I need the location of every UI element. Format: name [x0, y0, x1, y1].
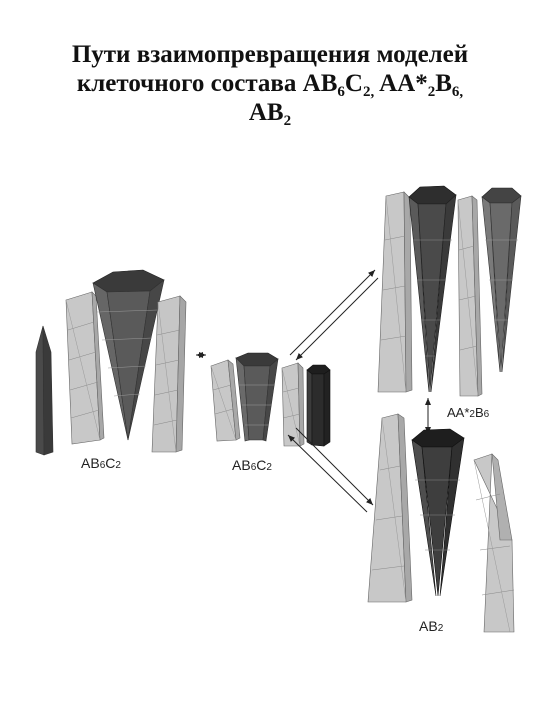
title-line-2: клеточного состава AB6C2, AA*2B6,: [76, 70, 464, 100]
light-twisted-prism-tall-2: [457, 195, 483, 397]
label-ab6c2-middle: AB6C2: [232, 457, 272, 473]
hexagonal-cone-large: [92, 269, 165, 441]
dark-hexagonal-cone: [411, 428, 465, 597]
label-ab2: AB2: [419, 618, 444, 634]
model-group-aa2b6: AA*2B6: [377, 185, 522, 420]
model-group-ab2: AB2: [367, 413, 515, 634]
light-twisted-prism-tall-1: [377, 191, 413, 393]
dark-hexagonal-prism: [306, 364, 331, 447]
light-twisted-prism-bottom-left: [367, 413, 413, 603]
hexagonal-cone-medium: [235, 352, 279, 442]
light-twisted-prism-right: [151, 295, 187, 453]
title-line-1: Пути взаимопревращения моделей: [71, 41, 469, 68]
light-twisted-prism-small-left: [210, 359, 241, 442]
arrow-g2-g4: [287, 427, 374, 513]
light-twisted-prism: [65, 291, 105, 445]
hexagonal-cone-right: [481, 187, 522, 373]
hexagonal-cone-tall: [408, 185, 457, 393]
model-group-ab6c2-left: AB6C2: [35, 269, 187, 471]
label-ab6c2-left: AB6C2: [81, 455, 121, 471]
light-twisted-prism-small-right: [281, 362, 305, 447]
slide-title: Пути взаимопревращения моделей клеточног…: [0, 40, 540, 129]
label-aa2b6: AA*2B6: [447, 405, 490, 420]
arrow-g2-g3: [289, 269, 379, 361]
dark-needle-shape: [35, 325, 54, 456]
light-twisted-prism-bottom-right: [473, 453, 515, 633]
title-line-3: AB2: [248, 99, 292, 129]
model-group-ab6c2-middle: AB6C2: [210, 352, 331, 473]
